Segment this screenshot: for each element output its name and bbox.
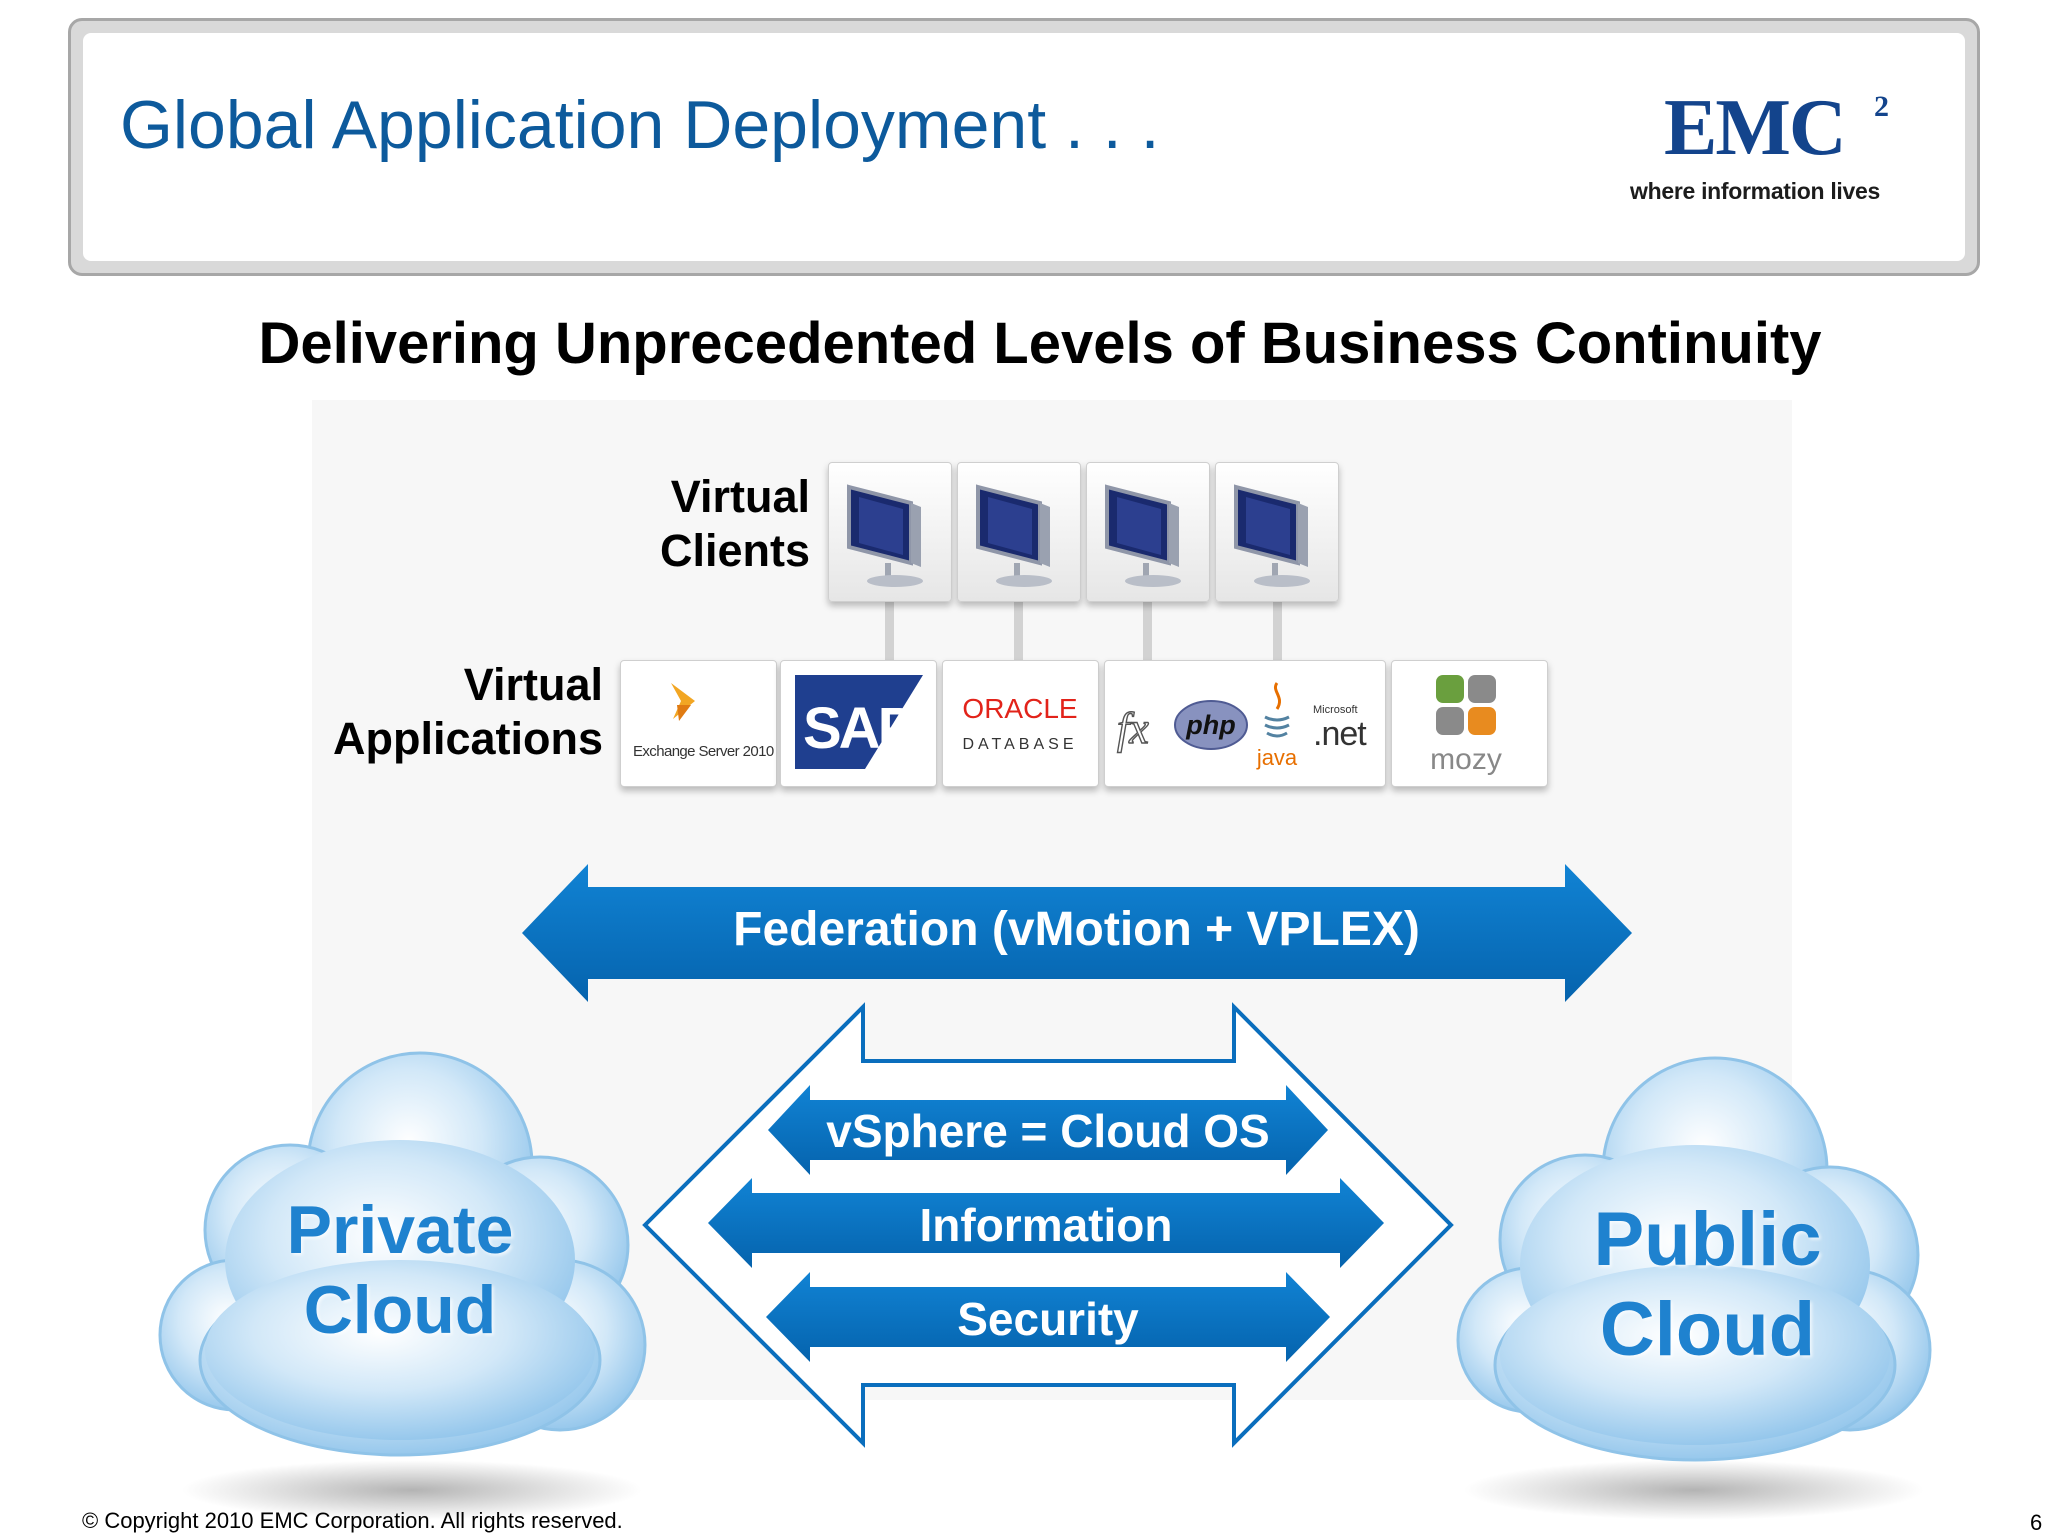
title-bar — [68, 18, 1980, 276]
virtual-client-tile — [1086, 462, 1210, 602]
federation-label: Federation (vMotion + VPLEX) — [733, 903, 1420, 956]
private-cloud-fill — [205, 1140, 595, 1440]
connector-line — [1143, 600, 1152, 662]
virtual-clients-label: Virtual Clients — [560, 470, 810, 578]
mozy-caption: mozy — [1430, 743, 1502, 776]
dev-platforms-tile: fx php java Microsoft .net — [1104, 660, 1386, 787]
emc-logo: EMC 2 where information lives — [1620, 88, 1960, 218]
monitor-icon — [847, 484, 923, 587]
federation-arrow — [522, 864, 1632, 1002]
sap-tile: SAP — [780, 660, 937, 787]
logo-mark: EMC — [1664, 84, 1847, 172]
logo-tagline: where information lives — [1630, 178, 1880, 204]
connector-line — [885, 600, 894, 662]
oracle-sub-caption: DATABASE — [963, 736, 1078, 753]
vsphere-arrow — [768, 1085, 1328, 1175]
dotnet-caption: .net — [1313, 715, 1367, 753]
java-caption: java — [1256, 745, 1298, 770]
virtual-applications-label-line1: Virtual — [463, 659, 603, 710]
public-cloud-shadow — [1464, 1460, 1924, 1520]
php-logo-icon — [1174, 700, 1248, 750]
public-cloud-label: Public Cloud — [1545, 1195, 1870, 1374]
connector-line — [1014, 600, 1023, 662]
private-cloud-label-line1: Private — [286, 1192, 514, 1268]
private-cloud-label: Private Cloud — [250, 1190, 550, 1350]
virtual-applications-label: Virtual Applications — [300, 658, 603, 766]
virtual-clients-label-line2: Clients — [659, 525, 810, 576]
virtual-applications-label-line2: Applications — [332, 713, 603, 764]
connector-line — [1273, 600, 1282, 662]
sap-caption: SAP — [803, 696, 915, 761]
mozy-tile: mozy — [1391, 660, 1548, 787]
private-cloud-label-line2: Cloud — [303, 1272, 497, 1349]
exchange-caption: Exchange Server 2010 — [633, 743, 774, 760]
exchange-logo-icon — [671, 683, 695, 719]
vsphere-label: vSphere = Cloud OS — [826, 1105, 1270, 1157]
flex-logo-icon: fx — [1117, 704, 1149, 753]
title-bar-inner — [83, 33, 1965, 261]
sap-logo-icon — [795, 675, 923, 769]
exchange-server-tile: Exchange Server 2010 — [620, 660, 777, 787]
monitor-icon — [976, 484, 1052, 587]
page-title: Global Application Deployment . . . — [120, 87, 1160, 163]
public-cloud-label-line2: Cloud — [1599, 1286, 1816, 1372]
virtual-clients-label-line1: Virtual — [670, 471, 810, 522]
php-caption: php — [1185, 710, 1235, 740]
security-arrow — [766, 1272, 1330, 1362]
microsoft-caption: Microsoft — [1313, 704, 1358, 716]
oracle-caption: ORACLE — [962, 693, 1077, 724]
logo-superscript: 2 — [1874, 90, 1889, 123]
virtual-client-tile — [1215, 462, 1339, 602]
information-arrow — [708, 1178, 1384, 1268]
private-cloud-shadow — [182, 1460, 642, 1520]
public-cloud-fill — [1500, 1145, 1890, 1445]
monitor-icon — [1234, 484, 1310, 587]
page-number: 6 — [2030, 1510, 2043, 1535]
security-label: Security — [957, 1293, 1139, 1345]
information-label: Information — [919, 1199, 1173, 1251]
copyright-notice: © Copyright 2010 EMC Corporation. All ri… — [82, 1508, 623, 1533]
public-cloud-label-line1: Public — [1593, 1197, 1822, 1282]
monitor-icon — [1105, 484, 1181, 587]
virtual-client-tile — [957, 462, 1081, 602]
mozy-logo-icon — [1436, 675, 1464, 703]
virtual-client-tile — [828, 462, 952, 602]
oracle-tile: ORACLE DATABASE — [942, 660, 1099, 787]
java-logo-icon — [1274, 682, 1282, 710]
slide-subtitle: Delivering Unprecedented Levels of Busin… — [258, 311, 1822, 376]
